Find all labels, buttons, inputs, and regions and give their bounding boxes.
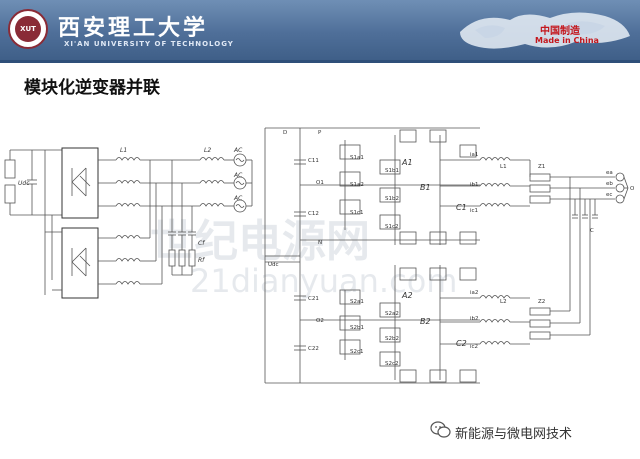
label-l2-right: L2 [500,299,507,305]
label-ia2: ia2 [470,290,478,296]
label-p: P [318,130,322,136]
label-ic2: ic2 [470,344,478,350]
label-ac-c: AC [233,195,243,202]
label-z1: Z1 [538,164,545,170]
label-s1a1: S1a1 [350,155,364,161]
brand-en: Made in China [535,36,599,45]
label-s1a2: S1a2 [350,182,364,188]
wechat-icon [430,421,451,438]
slide-title: 模块化逆变器并联 [24,78,160,98]
label-rf: Rf [198,257,205,264]
label-c-out: C [590,228,594,234]
label-udc: Udc [18,180,30,187]
label-ac-a: AC [233,147,243,154]
label-c21: C21 [308,296,319,302]
label-a2: A2 [401,291,413,300]
label-s1c2: S1c2 [385,224,399,230]
label-ia1: ia1 [470,152,478,158]
label-c11: C11 [308,158,319,164]
label-ib1: ib1 [470,182,479,188]
label-s2b2: S2b2 [385,336,399,342]
label-s2c1: S2c1 [350,349,364,355]
label-ec: ec [606,192,612,198]
university-name-cn: 西安理工大学 [58,15,209,41]
label-c1: C1 [456,203,467,212]
label-a1: A1 [401,158,413,167]
label-o1: O1 [316,180,324,186]
right-circuit [264,127,629,384]
label-s2a2: S2a2 [385,311,399,317]
label-s2c2: S2c2 [385,361,399,367]
left-circuit [4,147,253,299]
label-s1c1: S1c1 [350,210,364,216]
label-c12: C12 [308,211,319,217]
world-map-graphic [460,12,630,49]
label-n: N [318,240,322,246]
label-cf: Cf [198,240,205,247]
logo-emblem: XUT [15,16,41,42]
label-udc-right: Udc [268,262,279,268]
label-eb: eb [606,181,613,187]
label-ib2: ib2 [470,316,479,322]
label-z2: Z2 [538,299,545,305]
label-s1b2: S1b2 [385,196,399,202]
label-s2b1: S2b1 [350,325,364,331]
university-logo: XUT [8,9,48,49]
brand-cn: 中国制造 [540,26,580,37]
label-d: D [283,130,287,136]
label-b1: B1 [420,183,431,192]
label-l2: L2 [204,147,211,154]
label-l1-right: L1 [500,164,507,170]
header-divider [0,60,640,63]
label-s2a1: S2a1 [350,299,364,305]
watermark-text: 世纪电源网 [150,216,370,267]
label-o2: O2 [316,318,324,324]
label-c2: C2 [456,339,467,348]
label-ac-b: AC [233,172,243,179]
label-b2: B2 [420,317,431,326]
label-ic1: ic1 [470,208,478,214]
label-s1b1: S1b1 [385,168,399,174]
label-c22: C22 [308,346,319,352]
label-l1: L1 [120,147,127,154]
label-ea: ea [606,170,613,176]
university-name-en: XI'AN UNIVERSITY OF TECHNOLOGY [64,40,234,48]
label-o-out: O [630,186,635,192]
footer-account-name: 新能源与微电网技术 [455,427,573,442]
